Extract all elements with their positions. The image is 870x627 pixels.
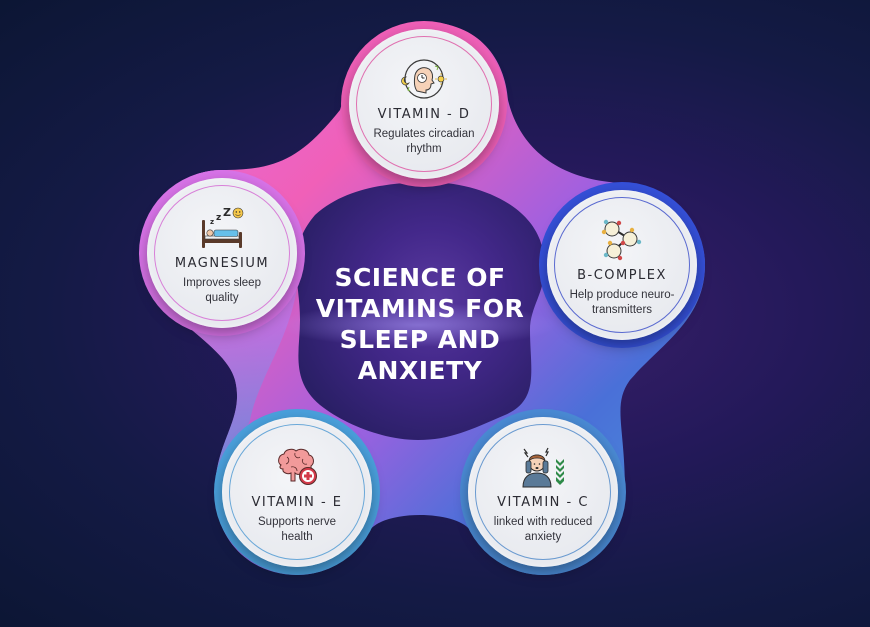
- desc-line: Improves sleep: [183, 277, 261, 289]
- node-description: Help produce neuro- transmitters: [563, 288, 681, 318]
- node-magnesium: z z Z MAGNESIUM Improves sleep quality: [147, 178, 297, 328]
- node-title: VITAMIN - D: [377, 107, 471, 122]
- page-title: SCIENCE OF VITAMINS FOR SLEEP AND ANXIET…: [300, 262, 540, 386]
- desc-line: rhythm: [406, 143, 442, 155]
- node-title: VITAMIN - E: [251, 495, 343, 510]
- desc-line: linked with reduced: [493, 516, 593, 528]
- node-title: MAGNESIUM: [174, 256, 270, 271]
- desc-line: anxiety: [524, 531, 562, 543]
- node-description: Supports nerve health: [238, 515, 356, 545]
- svg-text:z: z: [216, 213, 221, 223]
- title-line: SCIENCE OF: [334, 263, 506, 292]
- brain-health-icon: [278, 448, 317, 485]
- sleeping-bed-icon: z z Z: [202, 206, 244, 248]
- node-vitamin-c: VITAMIN - C linked with reduced anxiety: [468, 417, 618, 567]
- title-line: ANXIETY: [357, 356, 483, 385]
- head-clock-day-night-icon: [401, 59, 447, 99]
- molecule-icon: [601, 219, 642, 261]
- svg-text:Z: Z: [223, 206, 231, 219]
- stressed-person-down-arrow-icon: [522, 447, 564, 488]
- node-description: linked with reduced anxiety: [484, 515, 602, 545]
- svg-text:z: z: [210, 218, 214, 226]
- node-title: VITAMIN - C: [497, 495, 589, 510]
- node-description: Regulates circadian rhythm: [365, 127, 483, 157]
- node-title: B-COMPLEX: [577, 268, 667, 283]
- node-vitamin-d: VITAMIN - D Regulates circadian rhythm: [349, 29, 499, 179]
- node-description: Improves sleep quality: [163, 276, 281, 306]
- desc-line: quality: [205, 292, 239, 304]
- node-vitamin-e: VITAMIN - E Supports nerve health: [222, 417, 372, 567]
- title-line: VITAMINS FOR: [315, 294, 525, 323]
- node-b-complex: B-COMPLEX Help produce neuro- transmitte…: [547, 190, 697, 340]
- desc-line: transmitters: [591, 304, 653, 316]
- desc-line: Supports nerve: [258, 516, 336, 528]
- desc-line: Help produce neuro-: [569, 289, 675, 301]
- title-line: SLEEP AND: [339, 325, 501, 354]
- desc-line: health: [281, 531, 313, 543]
- desc-line: Regulates circadian: [373, 128, 475, 140]
